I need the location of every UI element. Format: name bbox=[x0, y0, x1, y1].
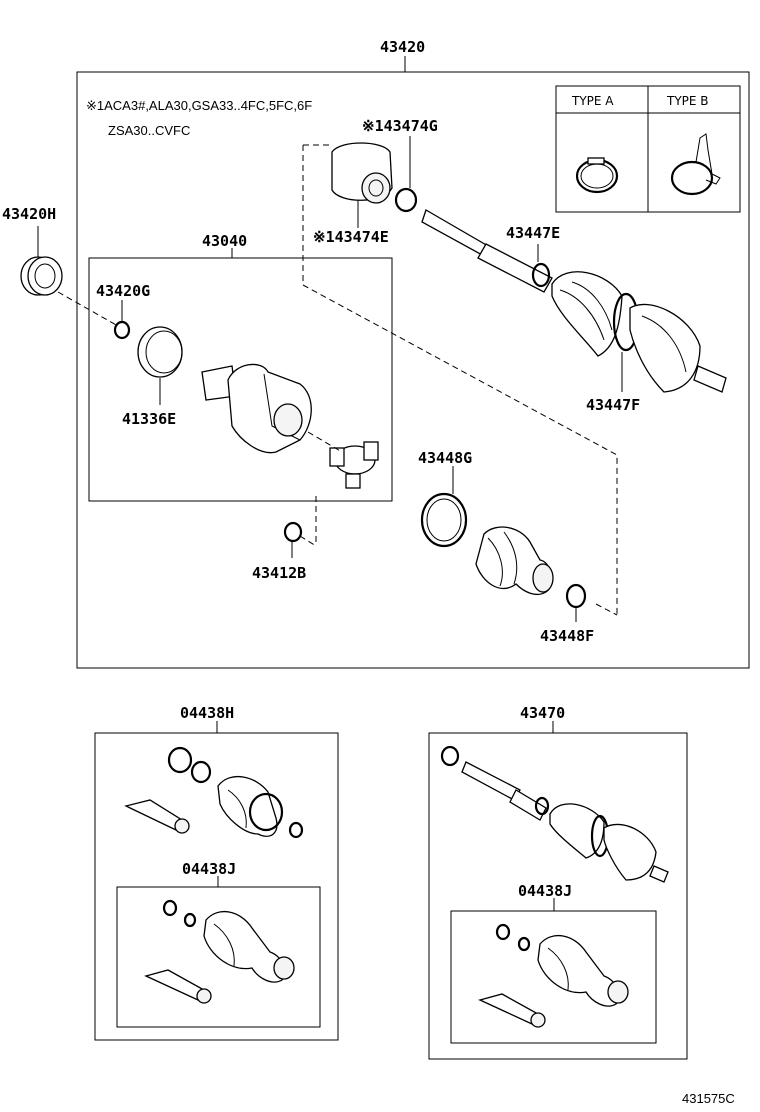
part-143474E-bushing[interactable] bbox=[331, 142, 393, 204]
label-43470[interactable]: 43470 bbox=[520, 704, 565, 722]
part-inboard-boot[interactable] bbox=[475, 526, 554, 596]
figure-code: 431575C bbox=[682, 1091, 735, 1106]
kit-04438J-right-parts[interactable] bbox=[478, 923, 629, 1028]
clamp-type-b-icon bbox=[670, 133, 721, 196]
subassembly-43040-frame bbox=[88, 257, 393, 502]
part-43448F-clamp[interactable] bbox=[565, 583, 587, 609]
kit-04438J-left-parts[interactable] bbox=[144, 899, 295, 1004]
type-a-header: TYPE A bbox=[571, 94, 614, 108]
part-43420G-ring[interactable] bbox=[113, 320, 131, 340]
part-43412B-ring[interactable] bbox=[283, 521, 303, 543]
part-43420H-seal[interactable] bbox=[20, 256, 63, 296]
label-04438J-right[interactable]: 04438J bbox=[518, 882, 572, 900]
part-43448G-clamp[interactable] bbox=[420, 492, 468, 548]
label-41336E[interactable]: 41336E bbox=[122, 410, 176, 428]
label-143474G[interactable]: ※143474G bbox=[362, 117, 438, 135]
label-43448F[interactable]: 43448F bbox=[540, 627, 594, 645]
part-outboard-joint-housing[interactable] bbox=[201, 363, 312, 454]
label-43447E[interactable]: 43447E bbox=[506, 224, 560, 242]
applicability-note-line1: ※1ACA3#,ALA30,GSA33..4FC,5FC,6F bbox=[86, 98, 312, 113]
part-drive-shaft[interactable] bbox=[421, 209, 727, 393]
part-tripod-spider[interactable] bbox=[329, 441, 379, 489]
label-43447F[interactable]: 43447F bbox=[586, 396, 640, 414]
kit-04438J-left-frame bbox=[116, 886, 321, 1028]
clamp-type-inset: TYPE A TYPE B bbox=[555, 85, 741, 213]
applicability-note-line2: ZSA30..CVFC bbox=[108, 123, 190, 138]
label-143474E[interactable]: ※143474E bbox=[313, 228, 389, 246]
label-04438H[interactable]: 04438H bbox=[180, 704, 234, 722]
label-04438J-left[interactable]: 04438J bbox=[182, 860, 236, 878]
kit-04438J-right-frame bbox=[450, 910, 657, 1044]
label-43420H[interactable]: 43420H bbox=[2, 205, 56, 223]
label-43420[interactable]: 43420 bbox=[380, 38, 425, 56]
type-b-header: TYPE B bbox=[666, 94, 709, 108]
label-43448G[interactable]: 43448G bbox=[418, 449, 472, 467]
clamp-type-a-icon bbox=[575, 157, 619, 194]
kit-04438H-frame bbox=[94, 732, 339, 1041]
kit-04438H-parts[interactable] bbox=[124, 746, 304, 839]
label-43420G[interactable]: 43420G bbox=[96, 282, 150, 300]
assembly-43470-shaft[interactable] bbox=[440, 745, 669, 883]
label-43040[interactable]: 43040 bbox=[202, 232, 247, 250]
part-143474G-clamp[interactable] bbox=[394, 187, 418, 213]
assembly-43420-frame bbox=[76, 71, 750, 669]
assembly-43470-frame bbox=[428, 732, 688, 1060]
part-41336E-ring[interactable] bbox=[137, 326, 183, 378]
label-43412B[interactable]: 43412B bbox=[252, 564, 306, 582]
